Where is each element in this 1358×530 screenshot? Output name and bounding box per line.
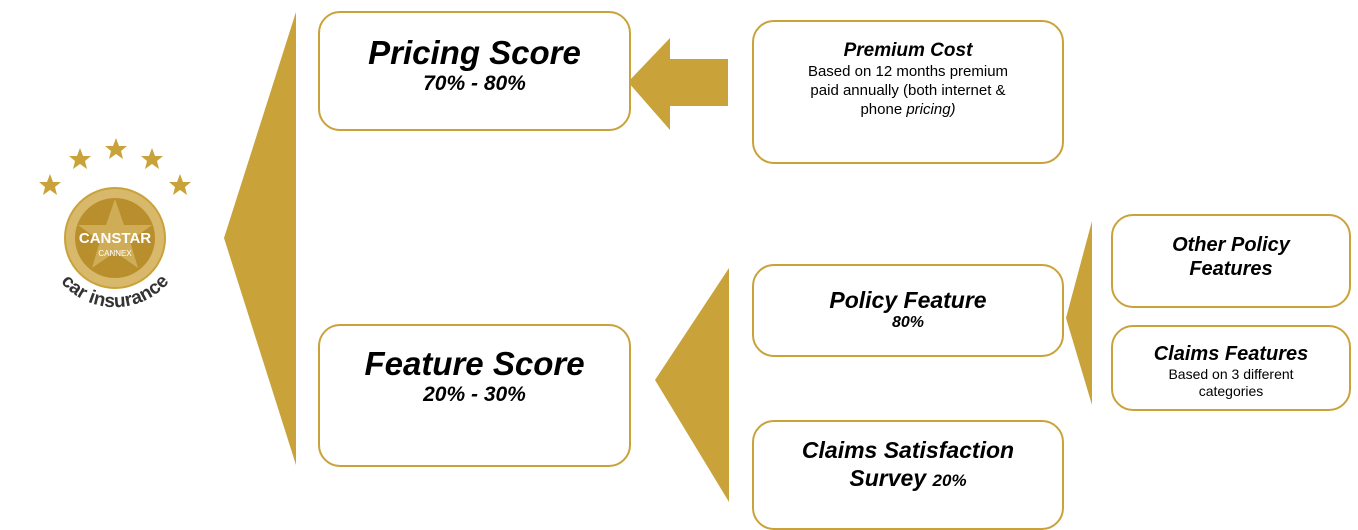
claims-features-title: Claims Features <box>1153 343 1309 365</box>
pricing-score-range: 70% - 80% <box>423 72 526 95</box>
canstar-logo: CANSTAR CANNEX car insurance <box>39 138 191 312</box>
other-policy-line1: Other Policy <box>1172 234 1290 256</box>
claims-features-desc-line1: Based on 3 different <box>1168 366 1294 382</box>
other-policy-features-box: Other Policy Features <box>1111 214 1351 308</box>
premium-cost-title: Premium Cost <box>843 40 973 61</box>
policy-feature-box: Policy Feature 80% <box>752 264 1064 357</box>
connector-shapes <box>224 12 1092 502</box>
feature-score-title: Feature Score <box>364 345 585 382</box>
premium-desc-line2: paid annually (both internet & <box>810 82 1006 99</box>
feature-bracket <box>655 268 729 502</box>
premium-desc-line3-plain: phone <box>860 101 907 118</box>
other-policy-line2: Features <box>1189 258 1273 280</box>
survey-pct: 20% <box>932 471 967 490</box>
logo-sub: CANNEX <box>98 249 132 258</box>
claims-features-box: Claims Features Based on 3 different cat… <box>1111 325 1351 411</box>
claims-satisfaction-title-line1: Claims Satisfaction <box>801 437 1015 463</box>
premium-desc-line1: Based on 12 months premium <box>807 63 1009 80</box>
premium-desc-line3: phone pricing) <box>754 100 1062 119</box>
survey-label: Survey <box>849 465 933 491</box>
star-icon <box>105 138 127 159</box>
premium-desc-line3-italic: pricing) <box>906 101 956 118</box>
feature-score-range: 20% - 30% <box>423 383 526 406</box>
star-icon <box>169 174 191 195</box>
policy-feature-pct: 80% <box>891 314 925 331</box>
main-bracket <box>224 12 296 465</box>
policy-feature-title: Policy Feature <box>829 287 987 313</box>
pricing-score-title: Pricing Score <box>368 34 581 71</box>
policy-bracket <box>1066 221 1092 405</box>
star-icon <box>69 148 91 169</box>
badge-star-icon <box>78 199 152 268</box>
claims-features-desc-line2: categories <box>1198 383 1264 399</box>
feature-score-box: Feature Score 20% - 30% <box>318 324 631 467</box>
claims-satisfaction-title-line2: Survey 20% <box>754 464 1062 495</box>
star-icon <box>141 148 163 169</box>
rating-stars <box>39 138 191 195</box>
premium-cost-box: Premium Cost Based on 12 months premium … <box>752 20 1064 164</box>
logo-brand: CANSTAR <box>79 230 151 247</box>
claims-satisfaction-box: Claims Satisfaction Survey 20% <box>752 420 1064 530</box>
premium-arrow <box>628 38 728 130</box>
star-icon <box>39 174 61 195</box>
pricing-score-box: Pricing Score 70% - 80% <box>318 11 631 131</box>
